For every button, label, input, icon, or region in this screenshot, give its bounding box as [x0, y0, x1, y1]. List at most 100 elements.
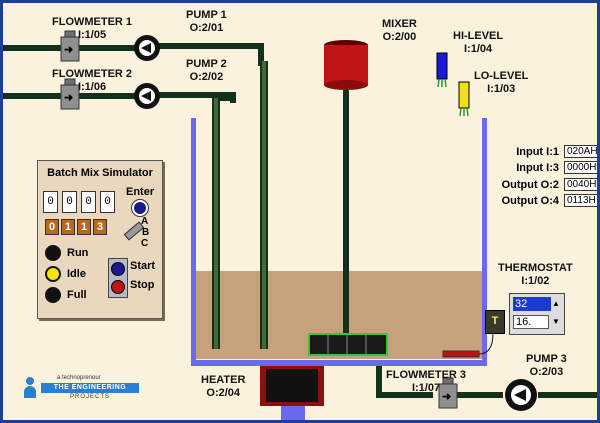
stop-button[interactable]	[111, 280, 125, 294]
heater-name: HEATER	[201, 374, 246, 386]
thumbwheel-1[interactable]: 0	[62, 191, 77, 213]
logo-top-text: a technoprenour	[57, 375, 101, 381]
stop-label: Stop	[130, 279, 155, 291]
register-0-label: Input I:1	[516, 146, 559, 158]
logo-sub-text: PROJECTS	[69, 394, 110, 400]
selector-c: C	[141, 238, 149, 249]
idle-label: Idle	[67, 268, 86, 280]
register-3-label: Output O:4	[501, 195, 559, 207]
logo-person-icon	[23, 377, 37, 399]
thermostat-name: THERMOSTAT	[498, 262, 573, 274]
full-lamp	[45, 287, 61, 303]
thermostat-up-arrow-icon[interactable]: ▲	[552, 299, 560, 308]
flowmeter2-label: FLOWMETER 2 I:1/06	[52, 68, 132, 94]
lolevel-name: LO-LEVEL	[474, 70, 529, 82]
flowmeter1-address: I:1/05	[77, 29, 107, 41]
hilevel-label: HI-LEVEL I:1/04	[453, 30, 503, 56]
register-2-label: Output O:2	[501, 179, 559, 191]
outlet-pipes	[376, 366, 597, 398]
digit-3: 3	[93, 219, 107, 235]
pump1-address: O:2/01	[189, 22, 224, 34]
run-label: Run	[67, 247, 89, 259]
flowmeter2-icon: ➜	[60, 78, 80, 110]
thermostat-label: THERMOSTAT I:1/02	[498, 262, 573, 288]
tank-wall-left	[191, 118, 196, 366]
flowmeter1-label: FLOWMETER 1 I:1/05	[52, 16, 132, 42]
idle-lamp	[45, 266, 61, 282]
heater-address: O:2/04	[206, 387, 241, 399]
lolevel-label: LO-LEVEL I:1/03	[474, 70, 528, 96]
outlet-pipe	[281, 403, 305, 420]
pump2-downpipe-core	[214, 98, 218, 349]
enter-label: Enter	[126, 186, 155, 198]
tank-wall-right	[482, 118, 487, 366]
thumbwheel-3[interactable]: 0	[100, 191, 115, 213]
register-3-value: 0113H	[564, 194, 597, 207]
lolevel-switch-icon	[458, 81, 470, 117]
mixer-shaft	[343, 90, 349, 335]
pump1-icon	[134, 35, 160, 61]
register-1-label: Input I:3	[516, 162, 559, 174]
hilevel-switch-icon	[436, 52, 448, 88]
svg-text:➜: ➜	[64, 44, 73, 56]
pump3-name: PUMP 3	[526, 353, 567, 365]
thermostat-value1[interactable]: 32	[513, 297, 551, 311]
logo-main-text: THE ENGINEERING	[41, 383, 139, 393]
thumbwheel-2[interactable]: 0	[81, 191, 96, 213]
flowmeter3-icon: ➜	[438, 377, 458, 409]
flowmeter2-name: FLOWMETER 2	[52, 68, 133, 80]
mixer-bottom	[324, 80, 368, 90]
hilevel-address: I:1/04	[463, 43, 493, 55]
panel-title: Batch Mix Simulator	[47, 167, 153, 179]
run-lamp	[45, 245, 61, 261]
mixer-address: O:2/00	[382, 31, 417, 43]
start-label: Start	[130, 260, 156, 272]
mixer-motor	[324, 45, 368, 85]
flowmeter2-address: I:1/06	[77, 81, 107, 93]
process-diagram: ➜ ➜ ➜	[3, 30, 597, 420]
heater-label: HEATER O:2/04	[201, 374, 245, 400]
pump3-icon	[505, 379, 537, 411]
mixer-name: MIXER	[382, 18, 417, 30]
pump2-address: O:2/02	[189, 71, 224, 83]
digit-0: 0	[45, 219, 59, 235]
pump2-label: PUMP 2 O:2/02	[186, 58, 227, 84]
mixer-blades	[308, 333, 388, 356]
lolevel-address: I:1/03	[487, 83, 516, 95]
flowmeter3-label: FLOWMETER 3 I:1/07	[386, 369, 466, 395]
enter-button[interactable]	[132, 200, 148, 216]
flowmeter1-name: FLOWMETER 1	[52, 16, 133, 28]
start-button[interactable]	[111, 262, 125, 276]
pump1-label: PUMP 1 O:2/01	[186, 9, 227, 35]
flowmeter1-icon: ➜	[60, 30, 80, 62]
thermostat-display: 32 ▲ 16. ▼	[509, 293, 565, 335]
register-2-value: 0040H	[564, 178, 597, 191]
digit-1: 1	[61, 219, 75, 235]
heater-core	[266, 369, 318, 402]
flowmeter3-name: FLOWMETER 3	[386, 369, 467, 381]
thermostat-value2[interactable]: 16.	[513, 315, 549, 329]
full-label: Full	[67, 289, 87, 301]
pump1-downpipe-core	[262, 61, 266, 349]
svg-text:➜: ➜	[442, 391, 451, 403]
svg-text:➜: ➜	[64, 92, 73, 104]
pump2-name: PUMP 2	[186, 58, 227, 70]
pump1-name: PUMP 1	[186, 9, 227, 21]
mixer-label: MIXER O:2/00	[382, 18, 417, 44]
heater-element	[442, 350, 480, 358]
pump3-label: PUMP 3 O:2/03	[526, 353, 567, 379]
thermostat-down-arrow-icon[interactable]: ▼	[552, 317, 560, 326]
register-1-value: 0000H	[564, 161, 597, 174]
register-0-value: 020AH	[564, 145, 597, 158]
pump2-icon	[134, 83, 160, 109]
thermostat-address: I:1/02	[521, 275, 550, 287]
pump3-address: O:2/03	[529, 366, 564, 378]
selector-a: A	[141, 216, 149, 227]
batch-mix-panel: Batch Mix Simulator 0 0 0 0 Enter 0 1 1 …	[37, 160, 163, 319]
thumbwheel-0[interactable]: 0	[43, 191, 58, 213]
tank-bottom	[191, 360, 487, 366]
digit-2: 1	[77, 219, 91, 235]
selector-b: B	[142, 227, 150, 238]
logo: a technoprenour THE ENGINEERING PROJECTS	[23, 375, 143, 403]
